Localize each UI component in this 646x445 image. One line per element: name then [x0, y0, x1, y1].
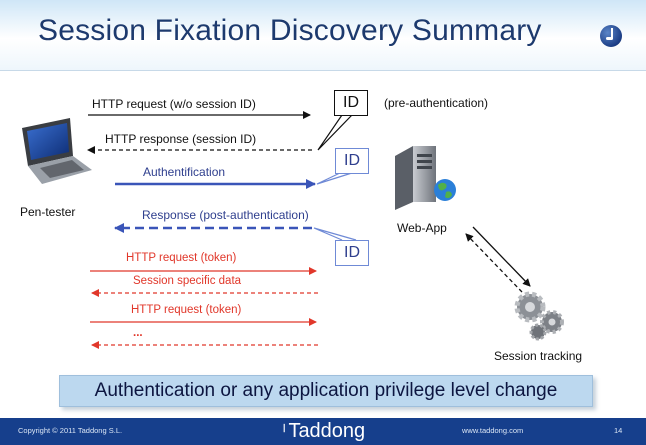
id-callout-1	[317, 114, 353, 151]
response-session-label: HTTP response (session ID)	[105, 132, 257, 146]
taddong-logo-icon	[600, 25, 622, 47]
laptop-icon	[22, 118, 92, 184]
authentication-label: Authentification	[143, 165, 226, 179]
slide-footer: Copyright © 2011 Taddong S.L. ╵Taddong w…	[0, 418, 646, 445]
id-callout-2	[316, 171, 356, 185]
request-token-label-2: HTTP request (token)	[131, 304, 242, 316]
session-tracking-label: Session tracking	[494, 349, 583, 363]
globe-icon	[434, 179, 456, 201]
request-token-label-1: HTTP request (token)	[126, 252, 237, 264]
session-id-box-3: ID	[335, 240, 369, 266]
ellipsis-label: ...	[133, 327, 143, 339]
pre-auth-note: (pre-authentication)	[384, 96, 489, 110]
server-icon	[395, 146, 436, 210]
session-id-box-1: ID	[334, 90, 368, 116]
footer-url: www.taddong.com	[462, 426, 524, 435]
footer-copyright: Copyright © 2011 Taddong S.L.	[18, 426, 123, 435]
page-number: 14	[614, 426, 623, 435]
slide-title: Session Fixation Discovery Summary	[38, 14, 542, 47]
pentester-label: Pen-tester	[20, 205, 76, 219]
gears-icon	[514, 291, 564, 341]
post-auth-response-label: Response (post-authentication)	[142, 208, 309, 222]
footer-brand-text: Taddong	[288, 420, 366, 442]
id-callout-3	[313, 227, 357, 241]
footer-brand: ╵Taddong	[280, 420, 365, 443]
webapp-to-tracking-arrow	[472, 226, 531, 287]
webapp-label: Web-App	[397, 221, 447, 235]
session-id-box-2: ID	[335, 148, 369, 174]
session-data-label: Session specific data	[133, 275, 242, 287]
request-no-session-label: HTTP request (w/o session ID)	[92, 97, 256, 111]
taddong-mark-icon: ╵	[280, 424, 289, 440]
slide-header: Session Fixation Discovery Summary	[0, 0, 646, 71]
tracking-to-webapp-arrow	[465, 233, 523, 293]
summary-banner: Authentication or any application privil…	[59, 375, 593, 407]
